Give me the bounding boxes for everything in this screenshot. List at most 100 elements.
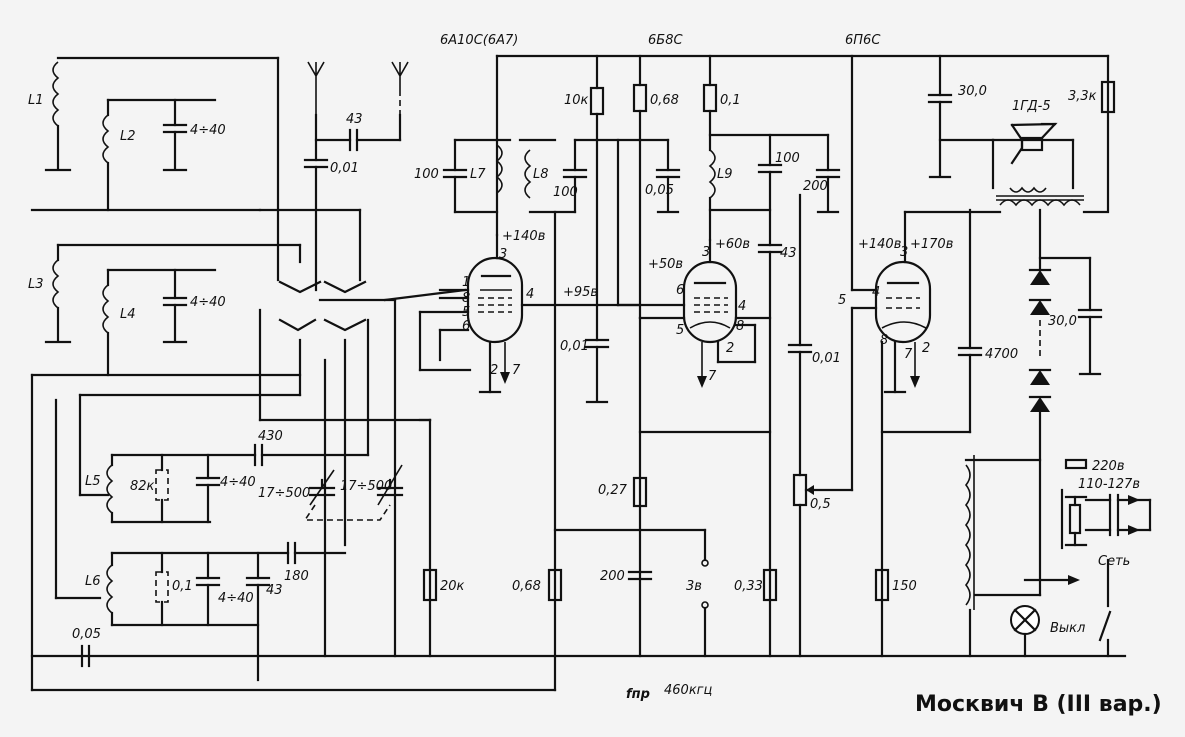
- label-c-4700: 4700: [985, 347, 1018, 362]
- label-c-100-l7: 100: [414, 167, 439, 182]
- power-switch: [1098, 558, 1112, 658]
- resistor-82k: [155, 453, 169, 524]
- label-r-3-3k: 3,3к: [1068, 89, 1097, 104]
- label-c-200-bottom: 200: [600, 569, 625, 584]
- tube-6a10c: [418, 233, 642, 394]
- pin-1-4: 4: [526, 287, 534, 302]
- pin-2-8: 8: [736, 319, 744, 334]
- label-l6: L6: [85, 574, 101, 589]
- cap-4700: [957, 208, 983, 434]
- label-l2: L2: [120, 129, 136, 144]
- cap-180: [286, 541, 347, 565]
- label-r-82k: 82к: [130, 479, 155, 494]
- label-r-068-top: 0,68: [650, 93, 679, 108]
- label-r-01: 0,1: [720, 93, 741, 108]
- pin-2-7: 7: [708, 369, 717, 384]
- label-r-027: 0,27: [598, 483, 628, 498]
- rectifier-chain: [1028, 208, 1103, 597]
- label-l1: L1: [28, 93, 44, 108]
- ground-bus: [30, 373, 1127, 692]
- cap-43-l6: [245, 551, 271, 682]
- label-v60: +60в: [715, 237, 750, 252]
- label-r-20k: 20к: [440, 579, 465, 594]
- tube2-plate-circuit: [627, 54, 841, 658]
- label-c-005: 0,05: [645, 183, 674, 198]
- freq-symbol: fпр: [626, 687, 650, 702]
- coil-l1: [44, 56, 280, 172]
- coil-l3: [44, 243, 302, 344]
- pin-1-3: 3: [499, 247, 507, 262]
- label-l4: L4: [120, 307, 136, 322]
- label-110v: 110-127в: [1078, 477, 1140, 492]
- pilot-lamp: [1010, 605, 1040, 658]
- pin-2-3: 3: [702, 245, 710, 260]
- schematic-caption: Москвич В (III вар.): [915, 692, 1162, 717]
- label-c-430: 430: [258, 429, 283, 444]
- label-off: Выкл: [1050, 621, 1085, 636]
- label-c-100-l9: 100: [775, 151, 800, 166]
- label-tube-1: 6А10С(6А7): [440, 33, 518, 48]
- label-tube-3: 6П6С: [845, 33, 881, 48]
- label-c-17-500-a: 17÷500: [258, 486, 310, 501]
- label-c-0-1: 0,1: [172, 579, 193, 594]
- pin-2-2: 2: [726, 341, 734, 356]
- pin-1-1: 1: [462, 275, 470, 290]
- label-c-43-ant: 43: [346, 112, 363, 127]
- antenna-2: [391, 61, 409, 142]
- label-c-001-mid: 0,01: [560, 339, 589, 354]
- pin-3-5: 5: [838, 293, 846, 308]
- label-r-05: 0,5: [810, 497, 831, 512]
- label-r-10k: 10к: [564, 93, 589, 108]
- label-c-43-l6: 43: [266, 583, 283, 598]
- pin-2-4: 4: [738, 299, 746, 314]
- pin-3-3: 3: [900, 245, 908, 260]
- cap-0-1: [155, 551, 169, 627]
- tube1-plate-circuit: [383, 54, 512, 658]
- volume-pot: [787, 193, 854, 658]
- trimmer-c4: [195, 551, 221, 627]
- label-l3: L3: [28, 277, 44, 292]
- coil-l2: [30, 98, 262, 212]
- label-c-200-top: 200: [803, 179, 828, 194]
- cap-30-top: [927, 54, 995, 179]
- coil-l4: [30, 268, 302, 377]
- pin-1-7: 7: [512, 363, 521, 378]
- label-tube-2: 6Б8С: [648, 33, 683, 48]
- pin-3-8: 8: [880, 333, 888, 348]
- tuning-gang: [303, 464, 404, 521]
- trimmer-c3: [195, 453, 221, 524]
- tube-6b8c: [616, 138, 772, 658]
- trimmer-c2: [162, 268, 188, 344]
- label-c4: 4÷40: [218, 591, 254, 606]
- label-v95: +95в: [563, 285, 598, 300]
- label-r-033: 0,33: [734, 579, 763, 594]
- antenna-1: [303, 61, 402, 292]
- label-r-150: 150: [892, 579, 917, 594]
- label-l5: L5: [85, 474, 101, 489]
- pin-1-2: 2: [490, 363, 498, 378]
- freq-value: 460кгц: [664, 683, 712, 698]
- label-r-068-bot: 0,68: [512, 579, 541, 594]
- label-c-001-b: 0,01: [812, 351, 841, 366]
- l8-circuit: [518, 138, 707, 692]
- switch-3v: [701, 528, 709, 658]
- line-voltage-selector: [1060, 458, 1152, 550]
- label-speaker: 1ГД-5: [1012, 99, 1051, 114]
- pin-1-6: 6: [462, 319, 470, 334]
- pin-1-8: 8: [462, 291, 470, 306]
- label-c1: 4÷40: [190, 123, 226, 138]
- r-10k-circuit: [584, 54, 610, 404]
- power-transformer: [964, 455, 1080, 658]
- band-switch: [78, 56, 432, 658]
- label-v140-1: +140в: [502, 229, 545, 244]
- trimmer-c1: [162, 98, 188, 172]
- label-c2: 4÷40: [190, 295, 226, 310]
- label-c-30: 30,0: [958, 84, 987, 99]
- output-transformer: [903, 138, 1110, 214]
- pin-1-5: 5: [462, 305, 470, 320]
- label-switch-3v: 3в: [686, 579, 702, 594]
- label-c-17-500-b: 17÷500: [340, 479, 392, 494]
- resistor-3-3k: [1100, 80, 1116, 114]
- speaker: [1010, 122, 1058, 165]
